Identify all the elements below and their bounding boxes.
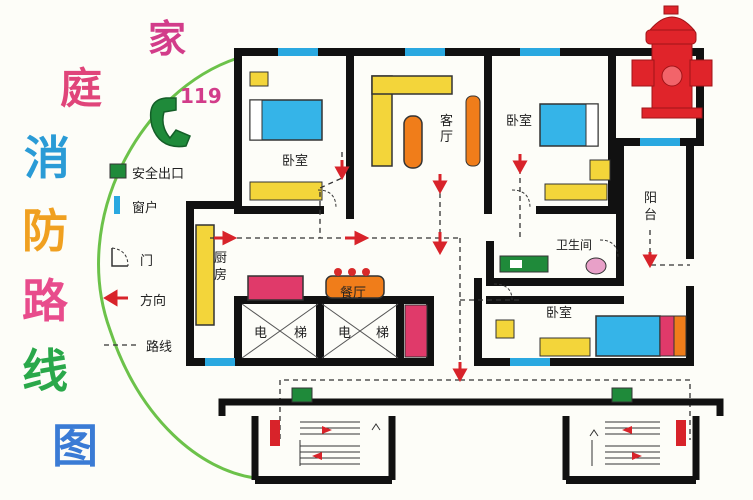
title-char-3: 消 — [24, 131, 70, 185]
kitchen-counter — [195, 224, 304, 326]
emergency-number: 119 — [180, 84, 222, 108]
elevator-1-char-a: 电 — [254, 326, 268, 341]
title-char-5: 路 — [22, 274, 68, 328]
bed-c — [495, 315, 687, 357]
title-char-2: 庭 — [60, 64, 103, 113]
elevator-marks — [241, 303, 399, 359]
title-char-4: 防 — [22, 204, 68, 258]
legend-door-label: 门 — [140, 254, 154, 269]
elevator-2-char-a: 电 — [338, 326, 352, 341]
phone-icon — [149, 97, 191, 148]
walls — [186, 48, 704, 366]
doors — [317, 189, 619, 301]
bathroom-fixtures — [499, 255, 607, 275]
legend-door-icon — [111, 247, 129, 267]
room-balcony: 阳台 — [644, 191, 658, 223]
legend-exit-icon — [109, 163, 127, 179]
legend-window-icon — [114, 196, 120, 214]
room-bedroom-c: 卧室 — [546, 306, 573, 321]
room-kitchen: 厨房 — [214, 251, 228, 283]
room-bedroom-a: 卧室 — [282, 154, 309, 169]
title-char-7: 图 — [52, 419, 98, 473]
bed-a — [249, 71, 323, 201]
title-char-6: 线 — [22, 344, 68, 398]
legend-window-label: 窗户 — [132, 201, 159, 216]
windows — [205, 48, 680, 366]
legend-exit-label: 安全出口 — [132, 167, 185, 182]
stairwell — [218, 387, 724, 484]
legend-route-label: 路线 — [146, 340, 173, 355]
room-bathroom: 卫生间 — [556, 238, 593, 252]
dining-table — [325, 268, 428, 358]
route-curve — [97, 56, 256, 480]
fire-hydrant-icon — [631, 5, 713, 119]
room-bedroom-b: 卧室 — [506, 114, 533, 129]
bed-b — [539, 103, 611, 201]
sofa — [371, 75, 481, 169]
direction-arrows — [103, 154, 658, 383]
room-dining: 餐厅 — [340, 286, 367, 301]
room-living: 客厅 — [440, 114, 454, 145]
elevator-2-char-b: 梯 — [376, 326, 390, 341]
elevator-1-char-b: 梯 — [294, 326, 308, 341]
title-char-1: 家 — [148, 16, 187, 61]
legend-direction-label: 方向 — [140, 294, 167, 309]
